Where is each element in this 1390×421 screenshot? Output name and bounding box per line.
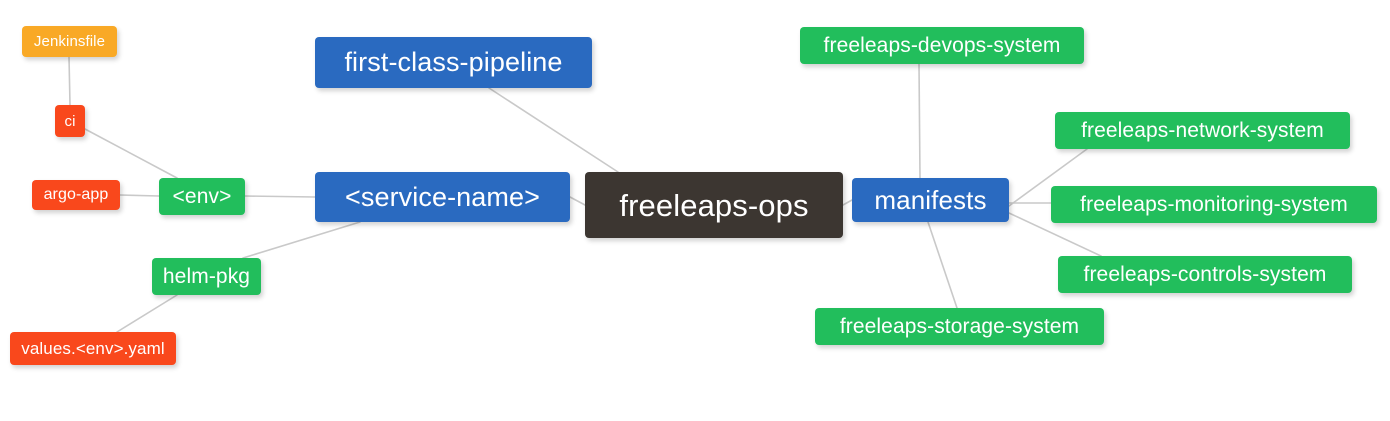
edge-service-name-to-helm-pkg [242, 221, 361, 259]
node-freeleaps-ops[interactable]: freeleaps-ops [585, 172, 843, 238]
edge-freeleaps-ops-to-first-class-pipeline [488, 87, 619, 173]
node-storage-system[interactable]: freeleaps-storage-system [815, 308, 1104, 345]
node-monitoring-system[interactable]: freeleaps-monitoring-system [1051, 186, 1377, 223]
node-label-monitoring-system: freeleaps-monitoring-system [1080, 193, 1348, 216]
node-label-ci: ci [64, 112, 76, 130]
node-argo-app[interactable]: argo-app [32, 180, 120, 210]
node-label-freeleaps-ops: freeleaps-ops [619, 187, 809, 223]
node-jenkinsfile[interactable]: Jenkinsfile [22, 26, 117, 57]
node-label-manifests: manifests [874, 185, 987, 215]
node-label-helm-pkg: helm-pkg [162, 265, 251, 288]
node-values-yaml[interactable]: values.<env>.yaml [10, 332, 176, 365]
edge-freeleaps-ops-to-manifests [842, 199, 853, 206]
edge-freeleaps-ops-to-service-name [569, 196, 586, 206]
node-label-env: <env> [172, 185, 232, 208]
node-first-class-pipeline[interactable]: first-class-pipeline [315, 37, 592, 88]
node-label-argo-app: argo-app [43, 186, 109, 203]
edge-manifests-to-devops-system [918, 63, 921, 179]
node-controls-system[interactable]: freeleaps-controls-system [1058, 256, 1352, 293]
node-label-jenkinsfile: Jenkinsfile [33, 33, 106, 50]
node-label-network-system: freeleaps-network-system [1081, 119, 1324, 142]
node-manifests[interactable]: manifests [852, 178, 1009, 222]
node-label-devops-system: freeleaps-devops-system [823, 34, 1061, 57]
node-label-controls-system: freeleaps-controls-system [1083, 263, 1327, 286]
node-label-values-yaml: values.<env>.yaml [21, 339, 165, 358]
node-helm-pkg[interactable]: helm-pkg [152, 258, 261, 295]
edge-env-to-ci [84, 128, 178, 179]
node-env[interactable]: <env> [159, 178, 245, 215]
node-devops-system[interactable]: freeleaps-devops-system [800, 27, 1084, 64]
node-label-service-name: <service-name> [345, 181, 540, 212]
edge-manifests-to-storage-system [927, 221, 958, 309]
node-network-system[interactable]: freeleaps-network-system [1055, 112, 1350, 149]
edge-service-name-to-env [244, 195, 316, 198]
node-ci[interactable]: ci [55, 105, 85, 137]
node-service-name[interactable]: <service-name> [315, 172, 570, 222]
node-label-first-class-pipeline: first-class-pipeline [344, 47, 563, 77]
edge-helm-pkg-to-values-yaml [116, 294, 178, 333]
edge-env-to-argo-app [119, 194, 160, 197]
node-label-storage-system: freeleaps-storage-system [839, 315, 1080, 338]
edge-ci-to-jenkinsfile [68, 56, 71, 106]
